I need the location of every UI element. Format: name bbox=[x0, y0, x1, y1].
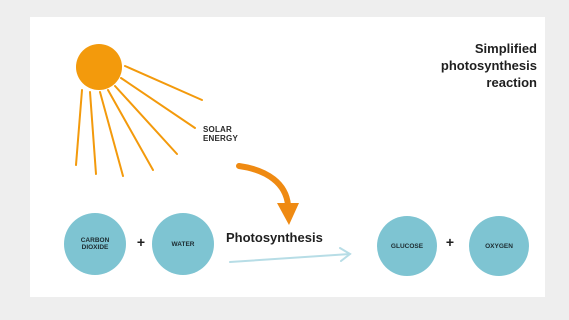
reactant-water: WATER bbox=[152, 213, 214, 275]
sun-icon bbox=[76, 44, 122, 90]
product-glucose-label: GLUCOSE bbox=[390, 242, 424, 250]
sun-rays bbox=[75, 65, 203, 177]
curved-arrow-icon bbox=[236, 163, 299, 225]
process-label: Photosynthesis bbox=[226, 230, 323, 245]
plus-sign-reactants: + bbox=[136, 234, 146, 250]
plus-sign-products: + bbox=[445, 234, 455, 250]
solar-energy-label: SOLAR ENERGY bbox=[203, 125, 238, 143]
reactant-carbon-dioxide-label: CARBON DIOXIDE bbox=[80, 237, 110, 251]
reactant-water-label: WATER bbox=[171, 240, 195, 248]
diagram-title: Simplified photosynthesis reaction bbox=[440, 41, 537, 90]
product-glucose: GLUCOSE bbox=[377, 216, 437, 276]
reaction-arrow-icon bbox=[229, 247, 352, 263]
product-oxygen: OXYGEN bbox=[469, 216, 529, 276]
product-oxygen-label: OXYGEN bbox=[485, 242, 513, 250]
reactant-carbon-dioxide: CARBON DIOXIDE bbox=[64, 213, 126, 275]
